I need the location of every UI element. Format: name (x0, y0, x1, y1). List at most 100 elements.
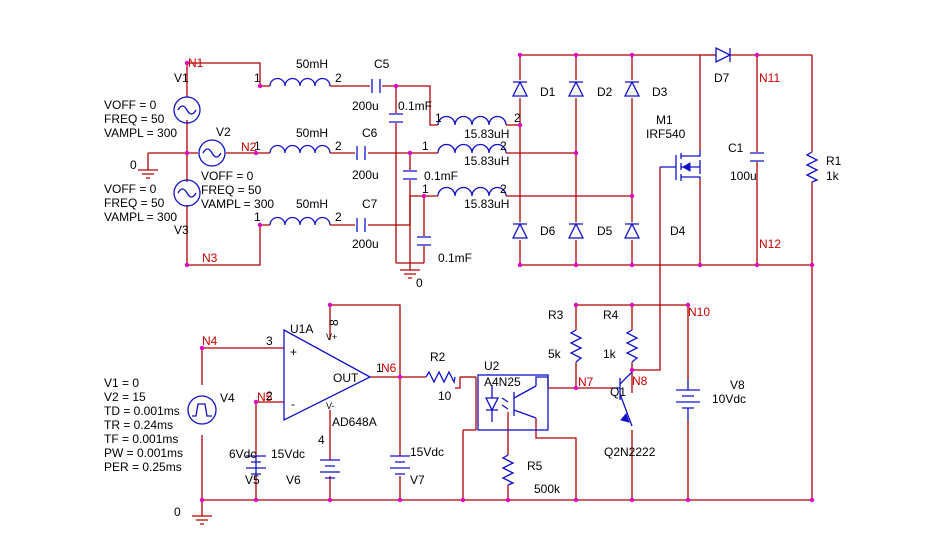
inductor-l4 (437, 115, 507, 126)
resistor-r2 (425, 370, 456, 384)
v4-td: TD = 0.001ms (104, 404, 180, 418)
l5-pin1: 1 (422, 139, 429, 153)
pulse-source-v4 (187, 395, 217, 425)
c6-value: 200u (352, 168, 379, 182)
junction-dots (184, 52, 815, 503)
u1a-out: OUT (333, 371, 359, 385)
u1a-vminus: V- (326, 401, 335, 411)
net-label-n8: N8 (632, 374, 648, 388)
opamp-pin1: 1 (376, 361, 383, 375)
ground-label-filter: 0 (416, 276, 423, 290)
r2-ref: R2 (430, 350, 446, 364)
c5-ref: C5 (374, 57, 390, 71)
v7-ref: V7 (410, 473, 425, 487)
u1a-ref: U1A (290, 322, 313, 336)
ground-symbol-bottom (192, 512, 212, 525)
dc-source-v6 (320, 459, 340, 479)
d4-ref: D4 (670, 224, 686, 238)
net-label-n3: N3 (202, 251, 218, 265)
r3-value: 5k (548, 347, 562, 361)
v3-freq: FREQ = 50 (104, 196, 165, 210)
resistor-r4 (625, 329, 639, 363)
u1a-part: AD648A (332, 415, 377, 429)
diode-d2 (567, 80, 585, 97)
opamp-pin4: 4 (318, 433, 325, 447)
v3-ref: V3 (174, 223, 189, 237)
inductor-l1 (269, 77, 331, 87)
v7-value: 15Vdc (410, 445, 444, 459)
v1-freq: FREQ = 50 (104, 112, 165, 126)
optocoupler-u2 (477, 374, 549, 431)
m1-ref: M1 (656, 113, 673, 127)
diode-d1 (511, 80, 529, 97)
q1-part: Q2N2222 (604, 445, 656, 459)
mosfet-m1 (660, 150, 701, 181)
capacitor-filter-1 (389, 113, 403, 123)
l6-value: 15.83uH (464, 197, 509, 211)
c1-value: 100u (730, 169, 757, 183)
diode-d7 (715, 46, 732, 64)
l1-pin1: 1 (254, 71, 261, 85)
net-label-n4: N4 (202, 334, 218, 348)
q1-ref: Q1 (610, 385, 626, 399)
r4-ref: R4 (603, 308, 619, 322)
wires (148, 54, 813, 512)
v3-vampl: VAMPL = 300 (104, 210, 177, 224)
capacitor-c7 (356, 218, 366, 232)
u1a-plus: + (290, 345, 297, 359)
ac-source-v1 (173, 96, 201, 124)
r5-value: 500k (534, 482, 561, 496)
opamp-pin3: 3 (266, 334, 273, 348)
d1-ref: D1 (540, 85, 556, 99)
v2-ref: V2 (216, 125, 231, 139)
opamp-u1a (283, 328, 372, 422)
u1a-vplus: V+ (326, 332, 337, 342)
dc-source-v5 (246, 455, 266, 476)
c7-ref: C7 (362, 197, 378, 211)
dc-source-v7 (390, 455, 410, 475)
u1a-minus: - (291, 397, 295, 411)
opamp-pin2: 2 (266, 389, 273, 403)
r1-ref: R1 (826, 154, 842, 168)
inductor-l2 (269, 144, 331, 154)
r3-ref: R3 (548, 308, 564, 322)
capacitor-filter-2 (403, 170, 417, 180)
ground-label-bottom: 0 (174, 505, 181, 519)
ground-symbol-filter (400, 263, 420, 279)
net-label-n12: N12 (759, 237, 781, 251)
r2-value: 10 (438, 389, 452, 403)
cf2-value: 0.1mF (424, 169, 458, 183)
capacitor-c5 (371, 79, 381, 93)
l6-pin2: 2 (500, 182, 507, 196)
d5-ref: D5 (597, 224, 613, 238)
l2-pin1: 1 (254, 139, 261, 153)
u2-ref: U2 (484, 359, 500, 373)
r5-ref: R5 (527, 459, 543, 473)
diode-d6 (511, 222, 529, 239)
net-label-n2: N2 (241, 140, 257, 154)
l6-pin1: 1 (422, 182, 429, 196)
resistor-r1 (805, 151, 819, 183)
inductor-l6 (437, 186, 507, 197)
l5-pin2: 2 (500, 139, 507, 153)
v3-voff: VOFF = 0 (104, 182, 157, 196)
d2-ref: D2 (597, 85, 613, 99)
capacitor-c1 (750, 152, 764, 162)
v4-ref: V4 (220, 391, 235, 405)
net-label-n11: N11 (759, 71, 780, 85)
v6-ref: V6 (286, 473, 301, 487)
v4-tr: TR = 0.24ms (104, 418, 173, 432)
v2-freq: FREQ = 50 (201, 183, 262, 197)
resistor-r5 (501, 454, 515, 486)
ac-source-v3 (173, 179, 201, 207)
v5-ref: V5 (245, 473, 260, 487)
v5-value: 6Vdc (229, 447, 256, 461)
v4-per: PER = 0.25ms (104, 460, 182, 474)
d6-ref: D6 (540, 224, 556, 238)
diode-d3 (623, 80, 641, 97)
v8-value: 10Vdc (712, 392, 746, 406)
diode-d4 (623, 222, 641, 239)
u2-part: A4N25 (484, 375, 521, 389)
